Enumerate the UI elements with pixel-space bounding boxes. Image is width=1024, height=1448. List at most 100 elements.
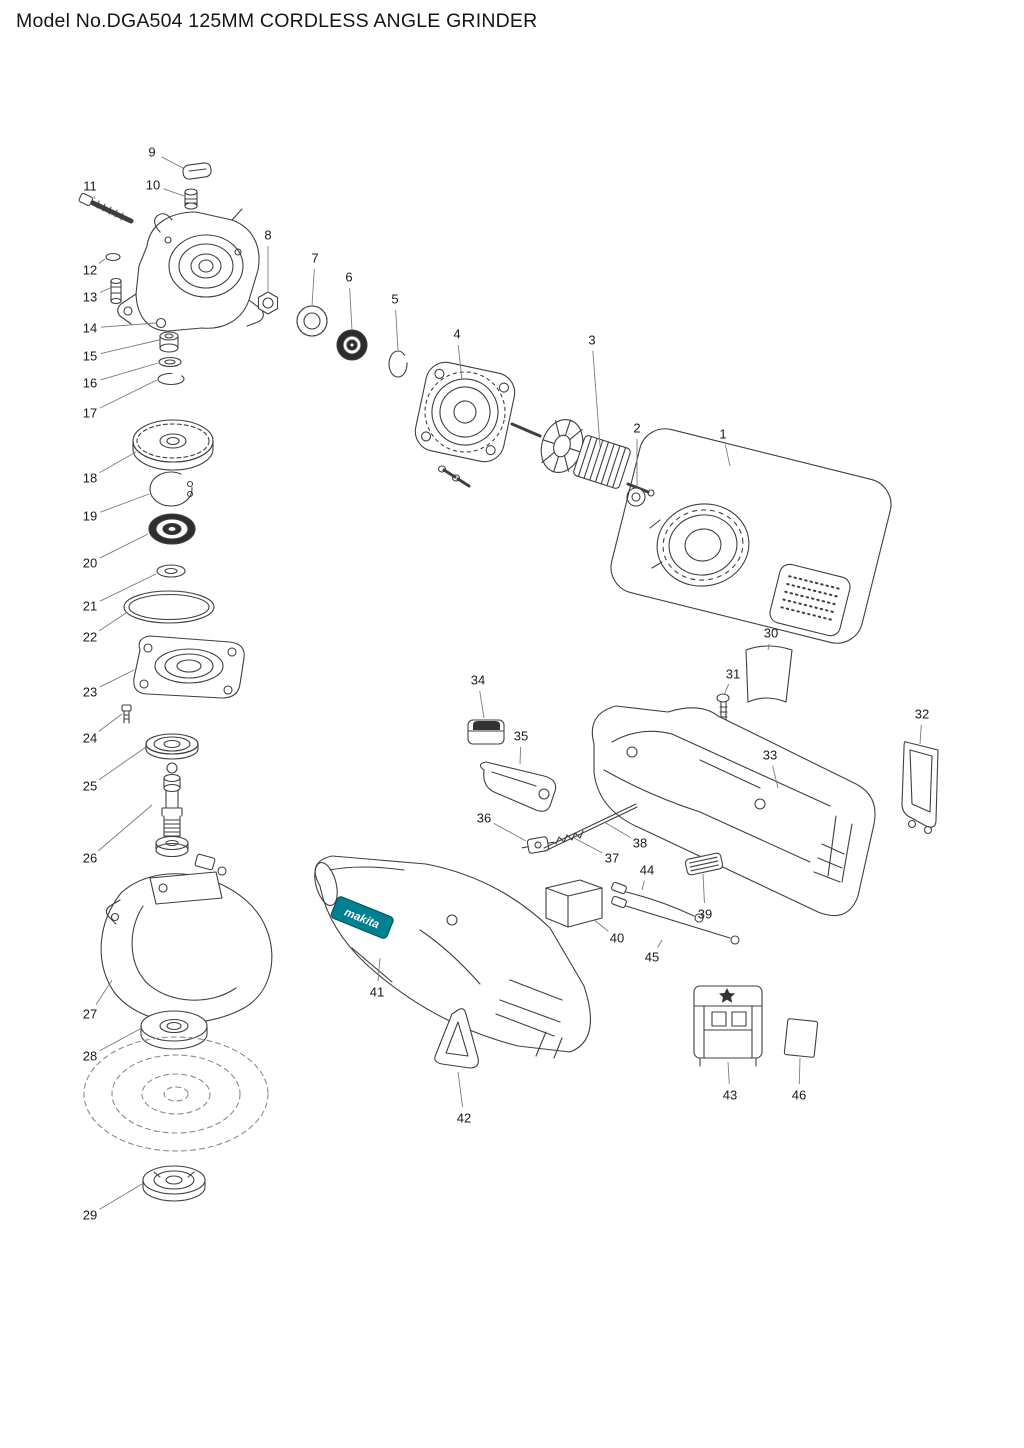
part-number-28: 28 [83,1049,97,1064]
part-number-6: 6 [345,270,352,285]
part-6-bearing-drawing [336,329,368,361]
part-11-screw-drawing [78,192,134,224]
part-43-terminal-cover-drawing [693,985,763,1067]
part-33-housing-cover-drawing [591,705,876,917]
part-number-7: 7 [311,251,318,266]
part-number-20: 20 [83,556,97,571]
leader-line-44 [641,880,645,891]
part-14-ball-drawing [155,317,167,329]
leader-line-34 [479,690,485,719]
part-35-lever-drawing [479,761,557,812]
leader-line-35 [519,746,522,765]
part-15-sleeve-drawing [159,331,179,353]
leader-line-25 [98,746,147,781]
part-18-bevel-gear-drawing [132,419,214,471]
part-number-3: 3 [588,333,595,348]
leader-line-42 [457,1071,464,1108]
leader-line-17 [99,379,158,409]
part-number-16: 16 [83,376,97,391]
part-1-field-drawing [610,428,892,644]
part-number-21: 21 [83,599,97,614]
leader-line-12 [98,258,106,264]
part-number-9: 9 [148,145,155,160]
part-number-29: 29 [83,1208,97,1223]
part-number-42: 42 [457,1111,471,1126]
leader-line-23 [99,669,135,688]
part-25-cover-drawing [145,733,199,760]
grinding-wheel-phantom-drawing [83,1036,269,1152]
leader-line-22 [98,612,127,632]
part-number-12: 12 [83,263,97,278]
leader-line-14 [100,322,157,328]
part-37-spring-drawing [555,830,584,845]
leader-line-16 [100,362,159,381]
part-number-18: 18 [83,471,97,486]
part-number-44: 44 [640,863,654,878]
part-gear-housing-drawing [117,208,264,332]
part-number-37: 37 [605,851,619,866]
part-4-bearing-box-drawing [414,361,516,463]
leader-line-41 [377,957,381,982]
part-number-1: 1 [719,427,726,442]
leader-line-20 [99,533,149,559]
part-number-13: 13 [83,290,97,305]
leader-line-18 [99,451,137,473]
part-number-2: 2 [633,421,640,436]
leader-line-28 [99,1028,141,1052]
part-8-nut-drawing [257,291,279,315]
part-2-washer-drawing [626,487,646,507]
part-number-43: 43 [723,1088,737,1103]
part-42-bracket-drawing [434,1008,479,1069]
part-number-39: 39 [698,907,712,922]
leader-line-19 [100,493,150,513]
leader-line-36 [493,822,527,842]
part-12-oring-drawing [105,252,121,262]
part-number-10: 10 [146,178,160,193]
leader-line-46 [798,1057,801,1085]
part-19-retaining-ring-drawing [149,471,194,507]
part-36-drawing [521,836,555,854]
part-38-rod-drawing [543,803,638,852]
part-44-lead-wire-drawing [611,881,704,923]
callout-layer: 1234567891011121314151617181920212223242… [83,145,929,1223]
part-20-bearing-drawing [148,513,196,545]
part-21-washer-drawing [156,564,186,578]
part-number-14: 14 [83,321,97,336]
leader-line-3 [592,350,601,447]
leader-line-11 [93,196,96,200]
leader-line-13 [99,287,111,293]
small-screws-drawing [437,465,471,488]
leader-line-32 [919,724,922,745]
part-number-19: 19 [83,509,97,524]
leader-line-24 [98,713,123,732]
part-5-ring-drawing [388,350,408,378]
part-number-27: 27 [83,1007,97,1022]
leader-line-4 [457,344,463,381]
part-31-screw-drawing [716,693,730,721]
page-title: Model No.DGA504 125MM CORDLESS ANGLE GRI… [16,10,538,32]
part-number-8: 8 [264,228,271,243]
part-number-22: 22 [83,630,97,645]
part-3-armature-drawing [510,419,655,497]
part-23-bearing-box-drawing [133,635,245,699]
part-41-motor-housing-drawing: makita [314,855,591,1059]
leader-line-38 [603,821,631,838]
part-number-36: 36 [477,811,491,826]
part-17-ring-drawing [157,372,185,386]
part-number-31: 31 [726,667,740,682]
part-number-33: 33 [763,748,777,763]
leader-line-26 [98,804,153,852]
part-40-controller-drawing [545,879,603,928]
leader-line-29 [99,1183,143,1210]
part-13-pin-drawing [110,277,122,305]
part-number-45: 45 [645,950,659,965]
part-number-11: 11 [83,179,97,194]
part-26-spindle-drawing [155,762,227,876]
part-number-38: 38 [633,836,647,851]
part-46-label-drawing [783,1018,819,1058]
part-number-4: 4 [453,327,460,342]
part-28-inner-flange-drawing [140,1010,208,1050]
part-number-26: 26 [83,851,97,866]
part-number-15: 15 [83,349,97,364]
